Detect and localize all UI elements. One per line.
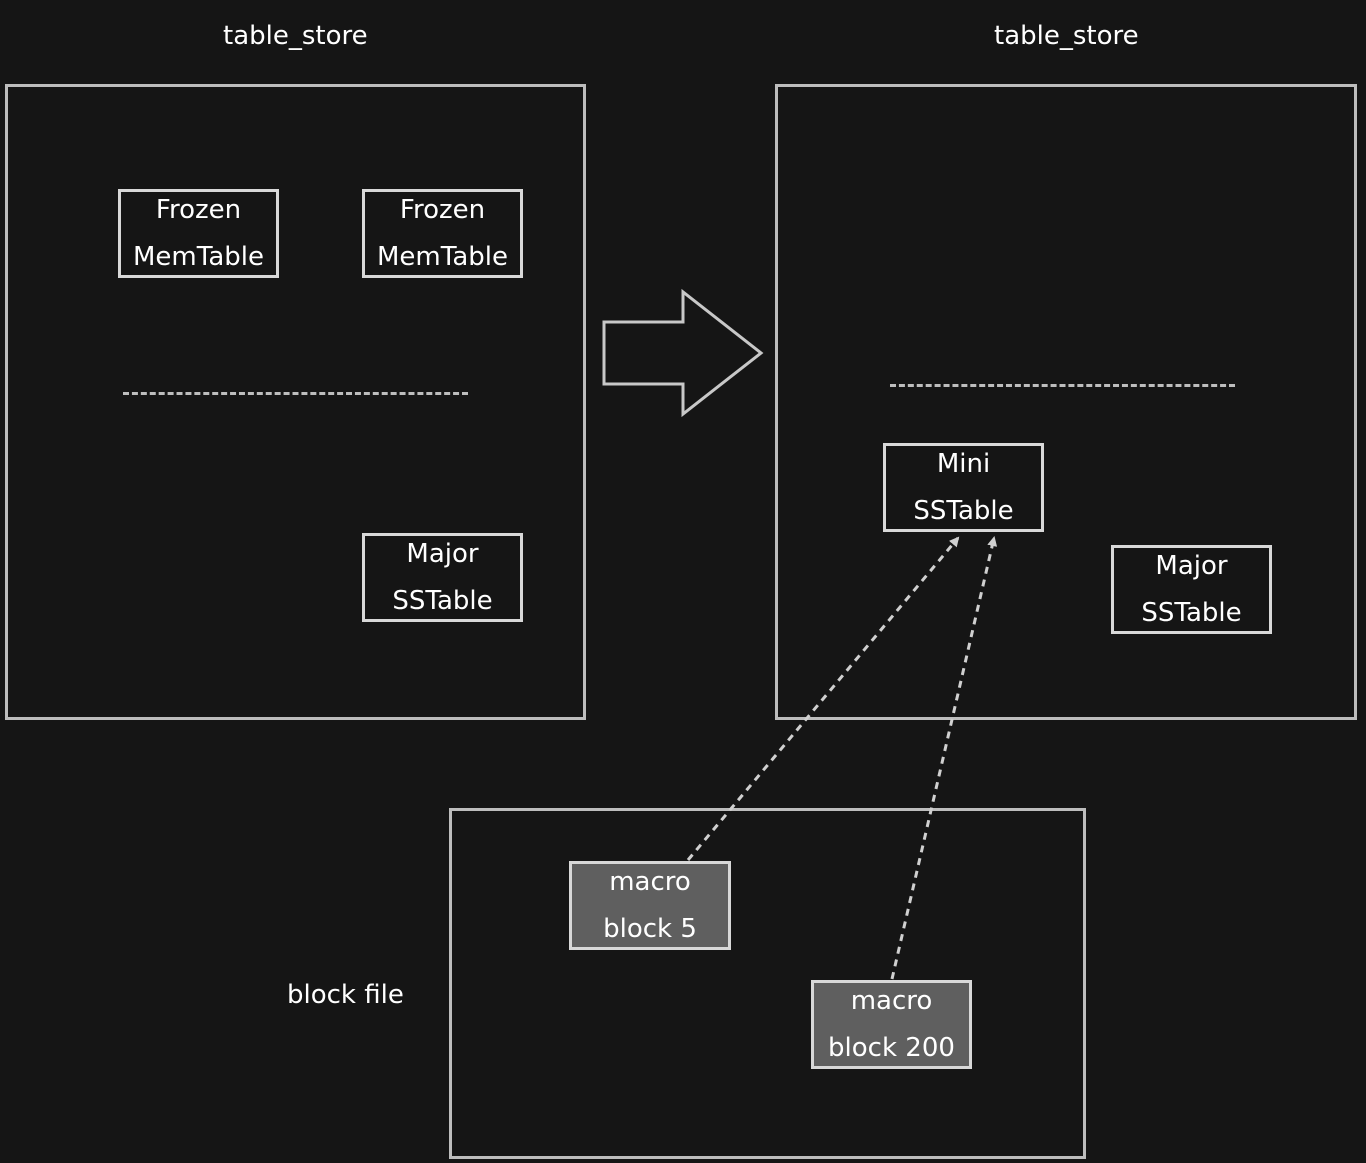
right-major-sstable-line2: SSTable: [1141, 597, 1242, 628]
frozen-memtable-1-line1: Frozen: [155, 194, 242, 225]
mini-sstable: Mini SSTable: [883, 443, 1044, 532]
macro-block-200-line1: macro: [850, 985, 933, 1016]
right-table-store-title: table_store: [994, 21, 1139, 51]
mini-sstable-line2: SSTable: [913, 495, 1014, 526]
right-table-store: [775, 84, 1357, 720]
right-major-sstable: Major SSTable: [1111, 545, 1272, 634]
macro-block-200-line2: block 200: [828, 1032, 955, 1063]
frozen-memtable-2: Frozen MemTable: [362, 189, 523, 278]
transition-arrow-icon: [602, 288, 764, 418]
left-major-sstable-line2: SSTable: [392, 585, 493, 616]
block-file-container: [449, 808, 1086, 1159]
macro-block-5: macro block 5: [569, 861, 731, 950]
frozen-memtable-1-line2: MemTable: [133, 241, 264, 272]
right-major-sstable-line1: Major: [1155, 550, 1228, 581]
block-file-label: block file: [287, 980, 404, 1010]
macro-block-5-line1: macro: [609, 866, 691, 897]
left-table-store: [5, 84, 586, 720]
right-separator-dashed-line: [890, 384, 1235, 387]
frozen-memtable-2-line1: Frozen: [399, 194, 486, 225]
left-table-store-title: table_store: [223, 21, 368, 51]
left-separator-dashed-line: [123, 392, 468, 395]
left-major-sstable: Major SSTable: [362, 533, 523, 622]
macro-block-200: macro block 200: [811, 980, 972, 1069]
left-major-sstable-line1: Major: [406, 538, 479, 569]
mini-sstable-line1: Mini: [936, 448, 991, 479]
frozen-memtable-2-line2: MemTable: [377, 241, 508, 272]
frozen-memtable-1: Frozen MemTable: [118, 189, 279, 278]
macro-block-5-line2: block 5: [603, 913, 697, 944]
